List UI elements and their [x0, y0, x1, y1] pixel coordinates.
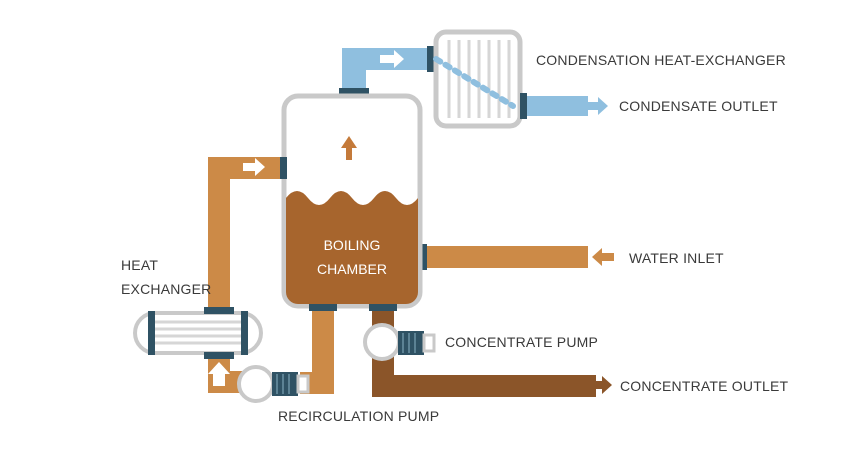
heat-exchanger-top-port [204, 307, 234, 314]
water-inlet-pipe [420, 244, 614, 270]
heat-exchanger-label-line1: HEAT [121, 257, 158, 273]
heat-exchanger-right-flange [241, 311, 248, 355]
condensation-heat-exchanger [433, 29, 523, 129]
boiling-chamber-label-line1: BOILING [324, 237, 381, 253]
condenser-inlet-flange [427, 46, 434, 72]
water-inlet-label: WATER INLET [629, 250, 724, 266]
condensate-outlet-label: CONDENSATE OUTLET [619, 98, 778, 114]
condensate-outlet-flange [520, 93, 527, 119]
concentrate-pump-label: CONCENTRATE PUMP [445, 334, 598, 350]
heat-exchanger-label-line2: EXCHANGER [121, 281, 211, 297]
recirculation-pump-motor [272, 372, 298, 396]
vapor-arrow-icon [380, 50, 404, 68]
vapor-pipe-flange [339, 88, 369, 95]
heat-exchanger-left-flange [148, 311, 155, 355]
water-inlet-flange [420, 244, 427, 270]
vapor-rise-arrow-icon [341, 136, 357, 160]
condensate-outlet-arrow-icon [588, 97, 608, 115]
concentrate-outlet-arrow-icon [596, 376, 612, 394]
recirculation-up-arrow-icon [208, 362, 230, 386]
water-inlet-arrow-icon [592, 248, 614, 266]
concentrate-outlet-label: CONCENTRATE OUTLET [620, 378, 788, 394]
condensate-outlet-pipe [520, 93, 608, 119]
boiling-chamber: BOILING CHAMBER [280, 93, 423, 311]
chamber-liquid [286, 191, 418, 304]
concentrate-pump-motor [398, 331, 424, 355]
condensation-heat-exchanger-label: CONDENSATION HEAT-EXCHANGER [536, 52, 786, 68]
heat-exchanger [133, 307, 263, 359]
condensate-drip-line [433, 56, 516, 109]
chamber-bottom-left-port [309, 304, 337, 311]
chamber-bottom-right-port [369, 304, 397, 311]
concentrate-pump [363, 323, 436, 361]
heat-exchanger-bottom-port [204, 352, 234, 359]
recirculation-top-arrow-icon [243, 158, 265, 176]
boiling-chamber-label-line2: CHAMBER [317, 261, 387, 277]
recirculation-pump [237, 365, 310, 403]
chamber-inlet-flange [280, 157, 287, 179]
vapor-pipe [339, 46, 434, 96]
recirculation-pump-label: RECIRCULATION PUMP [278, 408, 439, 424]
